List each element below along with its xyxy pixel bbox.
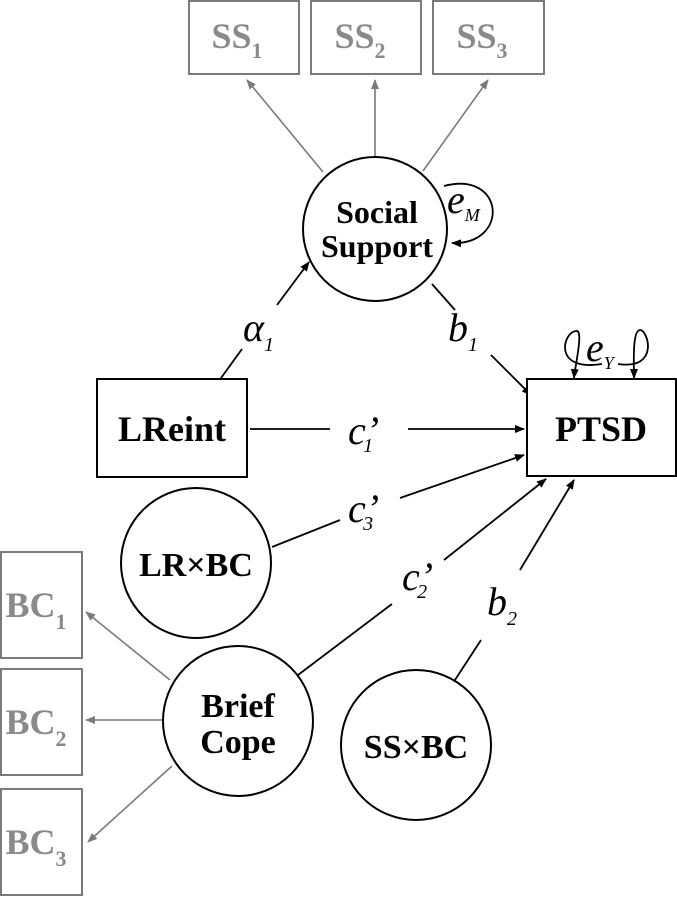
error-loop-ptsd-right (617, 329, 649, 379)
svg-text:SS1: SS1 (211, 16, 262, 63)
ss3-subscript: 3 (497, 38, 508, 63)
path-b2-line-lower (452, 639, 482, 684)
label-c1: c’1 (348, 408, 379, 457)
indicator-arrows (85, 79, 489, 843)
path-b1-line-lower (490, 354, 532, 396)
ssxbc-label: SS×BC (364, 729, 468, 766)
arrow-brief-cope-to-bc3 (87, 765, 173, 843)
label-b2: b2 (487, 579, 517, 630)
latent-brief-cope: Brief Cope (162, 645, 314, 797)
label-c3: c’3 (348, 486, 379, 535)
error-loop-social-support (443, 183, 494, 248)
arrow-social-support-to-ss1 (246, 79, 324, 173)
path-a1-line-upper (276, 261, 310, 306)
social-support-line2: Support (321, 228, 433, 264)
observed-ptsd: PTSD (526, 378, 677, 477)
label-error-y: eY (586, 325, 616, 373)
bc3-subscript: 3 (56, 846, 67, 871)
svg-text:BC3: BC3 (5, 822, 66, 871)
bc2-subscript: 2 (56, 726, 67, 751)
bc2-label: BC (5, 702, 55, 742)
label-b1: b1 (448, 305, 478, 356)
indicator-box-bc3: BC3 (0, 788, 83, 896)
indicator-box-ss2: SS2 (310, 0, 422, 75)
ss3-label: SS (456, 16, 496, 56)
arrow-brief-cope-to-bc1 (85, 611, 171, 681)
bc3-label: BC (5, 822, 55, 862)
latent-social-support: Social Support (302, 156, 448, 302)
observed-lreint: LReint (96, 378, 248, 478)
path-b2-line-upper (519, 479, 575, 571)
latent-ssxbc: SS×BC (340, 669, 492, 821)
label-c2: c’2 (402, 554, 433, 603)
indicator-box-ss1: SS1 (188, 0, 300, 75)
latent-lrxbc: LR×BC (120, 487, 272, 639)
label-error-m: eM (447, 177, 481, 225)
brief-cope-line2: Cope (200, 724, 276, 761)
path-c2-line-lower (297, 603, 393, 676)
path-b1-line-upper (431, 283, 456, 311)
svg-text:BC2: BC2 (5, 702, 66, 751)
ptsd-label: PTSD (555, 409, 647, 449)
path-c3-line-right (399, 454, 525, 499)
path-labels: α1 b1 c’1 c’3 c’2 b2 eM eY (243, 177, 616, 630)
ss1-label: SS (211, 16, 251, 56)
ss1-subscript: 1 (252, 38, 263, 63)
error-loop-ptsd-left (564, 330, 603, 379)
svg-text:BC1: BC1 (5, 585, 66, 634)
bc1-label: BC (5, 585, 55, 625)
path-c2-line-upper (443, 478, 547, 561)
ss2-subscript: 2 (375, 38, 386, 63)
ss2-label: SS (334, 16, 374, 56)
label-a1: α1 (243, 305, 274, 356)
social-support-line1: Social (336, 194, 418, 230)
brief-cope-line1: Brief (201, 688, 275, 725)
indicator-box-ss3: SS3 (432, 0, 545, 75)
svg-text:SS2: SS2 (334, 16, 385, 63)
lreint-label: LReint (118, 409, 226, 449)
indicator-box-bc2: BC2 (0, 668, 83, 776)
structural-arrows (220, 183, 649, 684)
bc1-subscript: 1 (56, 609, 67, 634)
svg-text:SS3: SS3 (456, 16, 507, 63)
arrow-social-support-to-ss3 (422, 79, 489, 172)
lrxbc-label: LR×BC (139, 547, 253, 584)
path-c3-line-left (271, 519, 341, 548)
path-a1-line-lower (220, 348, 243, 379)
indicator-box-bc1: BC1 (0, 551, 83, 659)
